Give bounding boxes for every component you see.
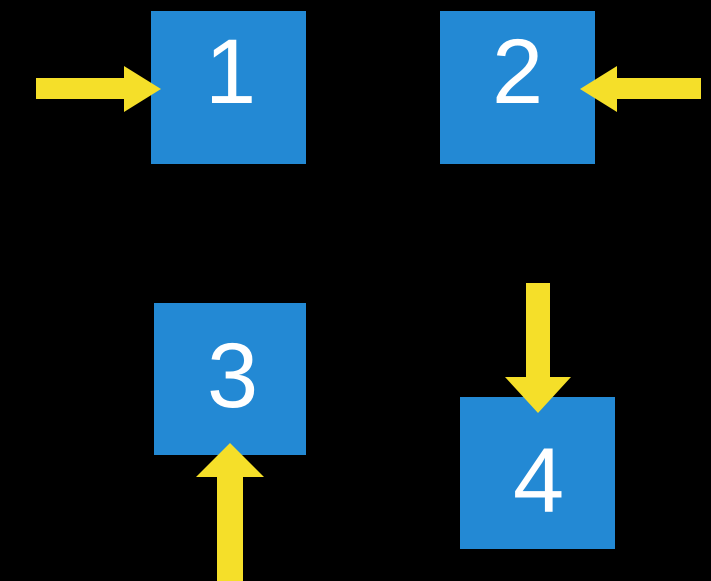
node-box-4[interactable] <box>460 397 615 549</box>
node-label-2: 2 <box>492 21 544 123</box>
node-label-4: 4 <box>513 430 565 532</box>
arrow-up-icon-into-node-3 <box>196 443 264 581</box>
arrow-down-icon-into-node-4 <box>505 283 571 413</box>
node-label-1: 1 <box>205 21 257 123</box>
node-box-2[interactable] <box>440 11 595 164</box>
node-box-3[interactable] <box>154 303 306 455</box>
arrow-right-icon-into-node-1 <box>36 66 161 112</box>
node-box-1[interactable] <box>151 11 306 164</box>
arrow-left-icon-into-node-2 <box>580 66 701 112</box>
node-label-3: 3 <box>207 325 259 427</box>
